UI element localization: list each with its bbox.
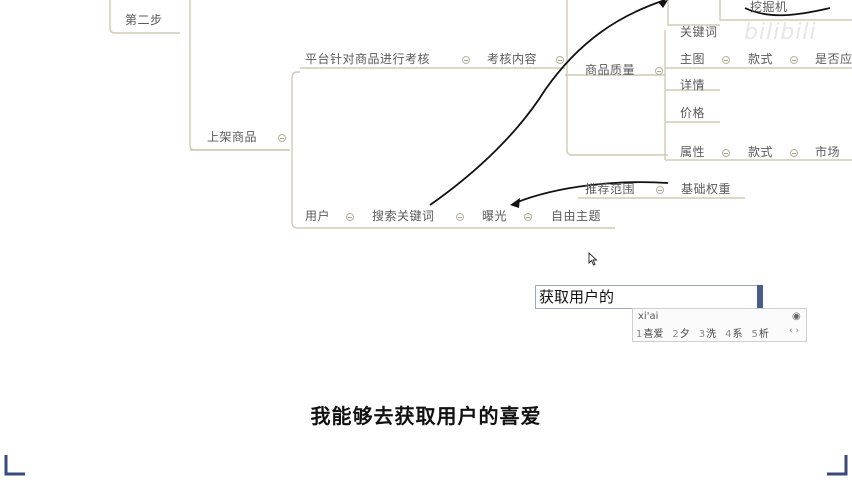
ime-pinyin: xi'ai xyxy=(638,311,659,322)
ime-candidate[interactable]: 5析 xyxy=(751,329,769,340)
recorder-corner-brackets xyxy=(4,455,848,476)
node-keyword-top[interactable]: 关键词 xyxy=(680,25,718,39)
node-step2[interactable]: 第二步 xyxy=(125,13,163,27)
collapse-toggle-icon[interactable] xyxy=(346,213,354,221)
watermark-logo: bilibili xyxy=(744,20,817,45)
collapse-toggle-icon[interactable] xyxy=(524,213,532,221)
node-platform-review[interactable]: 平台针对商品进行考核 xyxy=(305,52,431,66)
node-details[interactable]: 详情 xyxy=(680,78,706,92)
node-product-quality[interactable]: 商品质量 xyxy=(585,63,636,77)
node-price[interactable]: 价格 xyxy=(680,106,706,120)
input-caret-bar xyxy=(757,285,763,309)
collapse-toggle-icon[interactable] xyxy=(462,56,470,64)
node-base-weight[interactable]: 基础权重 xyxy=(681,182,732,196)
node-style-2[interactable]: 款式 xyxy=(748,145,774,159)
collapse-toggle-icon[interactable] xyxy=(790,56,798,64)
collapse-toggle-icon[interactable] xyxy=(790,149,798,157)
node-digger[interactable]: 挖掘机 xyxy=(750,0,788,14)
collapse-toggle-icon[interactable] xyxy=(722,56,730,64)
node-free-topic[interactable]: 自由主题 xyxy=(551,209,602,223)
ime-page-nav[interactable]: ‹ › xyxy=(789,326,800,336)
video-subtitle: 我能够去获取用户的喜爱 xyxy=(310,404,542,428)
node-style-1[interactable]: 款式 xyxy=(748,52,774,66)
collapse-toggle-icon[interactable] xyxy=(656,186,664,194)
node-recommend-range[interactable]: 推荐范围 xyxy=(585,182,636,196)
ime-candidates: 1喜爱 2夕 3洗 4系 5析 xyxy=(636,325,769,340)
node-user[interactable]: 用户 xyxy=(305,209,331,223)
ime-candidate[interactable]: 2夕 xyxy=(672,329,690,340)
eye-icon[interactable]: ◉ xyxy=(792,311,801,322)
ime-candidate[interactable]: 1喜爱 xyxy=(636,329,664,340)
ime-candidate-popup xyxy=(632,308,807,342)
collapse-toggle-icon[interactable] xyxy=(556,56,564,64)
node-search-keyword[interactable]: 搜索关键词 xyxy=(372,209,435,223)
topic-edit-input[interactable]: 获取用户的 xyxy=(535,285,763,309)
mouse-cursor-icon xyxy=(588,252,598,266)
node-market[interactable]: 市场 xyxy=(815,145,841,159)
arrowhead-left xyxy=(510,198,520,208)
node-review-content[interactable]: 考核内容 xyxy=(487,52,538,66)
node-main-image[interactable]: 主图 xyxy=(680,52,706,66)
mindmap-connectors xyxy=(109,0,852,229)
collapse-toggle-icon[interactable] xyxy=(278,134,286,142)
collapse-toggle-icon[interactable] xyxy=(722,149,730,157)
ime-candidate[interactable]: 3洗 xyxy=(698,329,717,340)
node-attribute[interactable]: 属性 xyxy=(680,145,706,159)
node-is-or-not[interactable]: 是否应 xyxy=(815,52,852,66)
annotation-arrows xyxy=(429,0,831,206)
arrowhead-up xyxy=(658,0,668,8)
collapse-toggle-icon[interactable] xyxy=(655,67,663,75)
node-exposure[interactable]: 曝光 xyxy=(482,209,508,223)
ime-candidate[interactable]: 4系 xyxy=(725,329,743,340)
collapse-toggle-icon[interactable] xyxy=(456,213,464,221)
node-listing[interactable]: 上架商品 xyxy=(207,130,258,144)
